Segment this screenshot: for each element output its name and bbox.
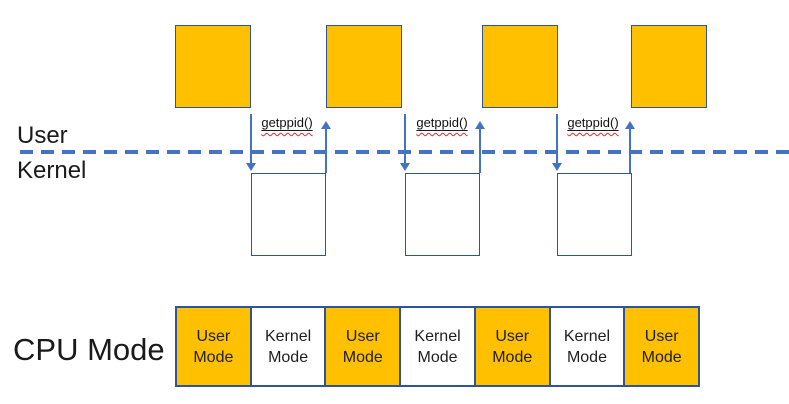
kernel-execution-box-1 <box>251 173 326 256</box>
kernel-execution-box-3 <box>557 173 632 256</box>
cpu-mode-label: CPU Mode <box>13 332 165 367</box>
cpu-cell-user-mode: User Mode <box>324 306 402 387</box>
syscall-label-2: getppid() <box>409 115 475 130</box>
spellcheck-squiggle: getppid() <box>261 115 313 130</box>
kernel-space-label: Kernel <box>17 157 87 184</box>
syscall-return-arrow-2 <box>479 129 481 173</box>
spellcheck-squiggle: getppid() <box>567 115 619 130</box>
cpu-cell-user-mode: User Mode <box>175 306 252 387</box>
cpu-cell-user-mode: User Mode <box>623 306 701 387</box>
syscall-label-3: getppid() <box>560 115 626 130</box>
syscall-enter-arrow-3 <box>556 114 558 163</box>
user-process-box-3 <box>482 25 558 108</box>
spellcheck-squiggle: getppid() <box>416 115 468 130</box>
cpu-mode-timeline: User Mode Kernel Mode User Mode Kernel M… <box>175 306 701 387</box>
syscall-label-1: getppid() <box>254 115 320 130</box>
syscall-return-arrow-3 <box>629 129 631 173</box>
syscall-enter-arrow-1 <box>250 114 252 163</box>
cpu-cell-user-mode: User Mode <box>473 306 551 387</box>
user-process-box-4 <box>631 25 707 108</box>
user-space-label: User <box>17 122 68 149</box>
cpu-cell-kernel-mode: Kernel Mode <box>399 306 476 387</box>
cpu-cell-kernel-mode: Kernel Mode <box>249 306 327 387</box>
syscall-return-arrow-1 <box>325 129 327 173</box>
kernel-execution-box-2 <box>405 173 480 256</box>
user-process-box-2 <box>326 25 402 108</box>
cpu-cell-kernel-mode: Kernel Mode <box>548 306 626 387</box>
user-process-box-1 <box>175 25 251 108</box>
syscall-enter-arrow-2 <box>404 114 406 163</box>
